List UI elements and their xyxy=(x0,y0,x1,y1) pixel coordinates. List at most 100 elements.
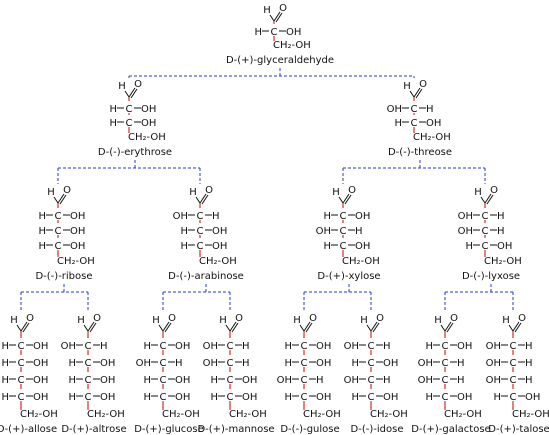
carbon-bg xyxy=(299,389,309,401)
terminal-ch2oh: CH₂-OH xyxy=(87,409,125,420)
carbon-atom: C xyxy=(126,118,133,129)
carbon-atom: C xyxy=(482,226,489,237)
carbon-bg xyxy=(480,208,490,220)
substituent-oh: OH xyxy=(344,341,359,352)
substituent-h: H xyxy=(465,241,473,252)
carbon-bg xyxy=(225,355,235,367)
carbonyl-bond xyxy=(303,321,311,332)
carbonyl-o: O xyxy=(205,185,213,196)
carbon-bg xyxy=(53,223,63,235)
carbonyl-o: O xyxy=(450,313,458,324)
carbonyl-o: O xyxy=(235,313,243,324)
aldehyde-bond xyxy=(366,324,372,332)
substituent-h: H xyxy=(1,358,9,369)
aldehyde-bond xyxy=(508,324,514,332)
substituent-h: H xyxy=(143,341,151,352)
carbon-atom: C xyxy=(482,241,489,252)
carbon-bg xyxy=(16,355,26,367)
aldehyde-bond xyxy=(480,196,486,204)
substituent-oh: OH xyxy=(387,104,402,115)
terminal-ch2oh: CH₂-OH xyxy=(57,256,95,267)
carbonyl-bond-2 xyxy=(231,322,239,333)
molecule-name: D-(+)-mannose xyxy=(197,424,274,435)
substituent-oh: OH xyxy=(486,375,501,386)
carbonyl-bond-2 xyxy=(514,322,522,333)
carbon-atom: C xyxy=(85,392,92,403)
carbon-bg xyxy=(508,389,518,401)
carbonyl-bond-2 xyxy=(372,322,380,333)
carbon-bg xyxy=(124,101,134,113)
aldehyde-h: H xyxy=(263,5,271,16)
carbon-atom: C xyxy=(160,375,167,386)
substituent-oh: OH xyxy=(458,211,473,222)
aldehyde-h: H xyxy=(332,187,340,198)
aldehyde-bond xyxy=(338,196,344,204)
carbonyl-bond xyxy=(444,321,452,332)
carbon-atom: C xyxy=(227,341,234,352)
carbon-atom: C xyxy=(340,241,347,252)
aldehyde-h: H xyxy=(434,315,442,326)
terminal-ch2oh: CH₂-OH xyxy=(229,409,267,420)
carbon-bg xyxy=(440,389,450,401)
substituent-oh: OH xyxy=(457,392,472,403)
substituent-h: H xyxy=(100,341,108,352)
substituent-h: H xyxy=(210,375,218,386)
carbonyl-bond xyxy=(512,321,520,332)
carbonyl-bond-2 xyxy=(89,322,97,333)
carbon-atom: C xyxy=(368,358,375,369)
carbon-atom: C xyxy=(55,241,62,252)
substituent-h: H xyxy=(323,211,331,222)
substituent-oh: OH xyxy=(173,211,188,222)
molecule-name: D-(+)-xylose xyxy=(317,271,380,282)
aldehyde-h: H xyxy=(118,81,126,92)
carbon-atom: C xyxy=(442,358,449,369)
substituent-oh: OH xyxy=(70,241,85,252)
carbonyl-o: O xyxy=(376,313,384,324)
substituent-h: H xyxy=(497,226,505,237)
substituent-oh: OH xyxy=(316,226,331,237)
carbonyl-bond-2 xyxy=(415,88,423,99)
carbon-bg xyxy=(366,372,376,384)
carbon-atom: C xyxy=(510,358,517,369)
aldehyde-h: H xyxy=(189,187,197,198)
aldehyde-h: H xyxy=(10,315,18,326)
substituent-h: H xyxy=(323,241,331,252)
substituent-h: H xyxy=(284,341,292,352)
carbon-bg xyxy=(299,355,309,367)
substituent-oh: OH xyxy=(277,375,292,386)
substituent-h: H xyxy=(143,392,151,403)
terminal-ch2oh: CH₂-OH xyxy=(20,409,58,420)
substituent-h: H xyxy=(180,226,188,237)
substituent-h: H xyxy=(38,211,46,222)
substituent-h: H xyxy=(180,241,188,252)
carbon-bg xyxy=(83,338,93,350)
carbonyl-o: O xyxy=(309,313,317,324)
carbon-atom: C xyxy=(55,211,62,222)
terminal-ch2oh: CH₂-OH xyxy=(413,132,451,143)
carbon-atom: C xyxy=(442,341,449,352)
substituent-oh: OH xyxy=(203,358,218,369)
substituent-h: H xyxy=(383,375,391,386)
carbon-atom: C xyxy=(18,375,25,386)
substituent-h: H xyxy=(212,211,220,222)
carbon-atom: C xyxy=(197,226,204,237)
substituent-h: H xyxy=(109,118,117,129)
molecule-name: D-(+)-allose xyxy=(0,424,57,435)
carbon-atom: C xyxy=(482,211,489,222)
substituent-h: H xyxy=(175,358,183,369)
carbon-atom: C xyxy=(18,341,25,352)
carbon-atom: C xyxy=(368,392,375,403)
substituent-h: H xyxy=(351,358,359,369)
substituent-h: H xyxy=(242,341,250,352)
substituent-oh: OH xyxy=(70,226,85,237)
carbonyl-bond xyxy=(57,193,65,204)
substituent-h: H xyxy=(394,118,402,129)
carbonyl-o: O xyxy=(134,79,142,90)
aldehyde-h: H xyxy=(77,315,85,326)
